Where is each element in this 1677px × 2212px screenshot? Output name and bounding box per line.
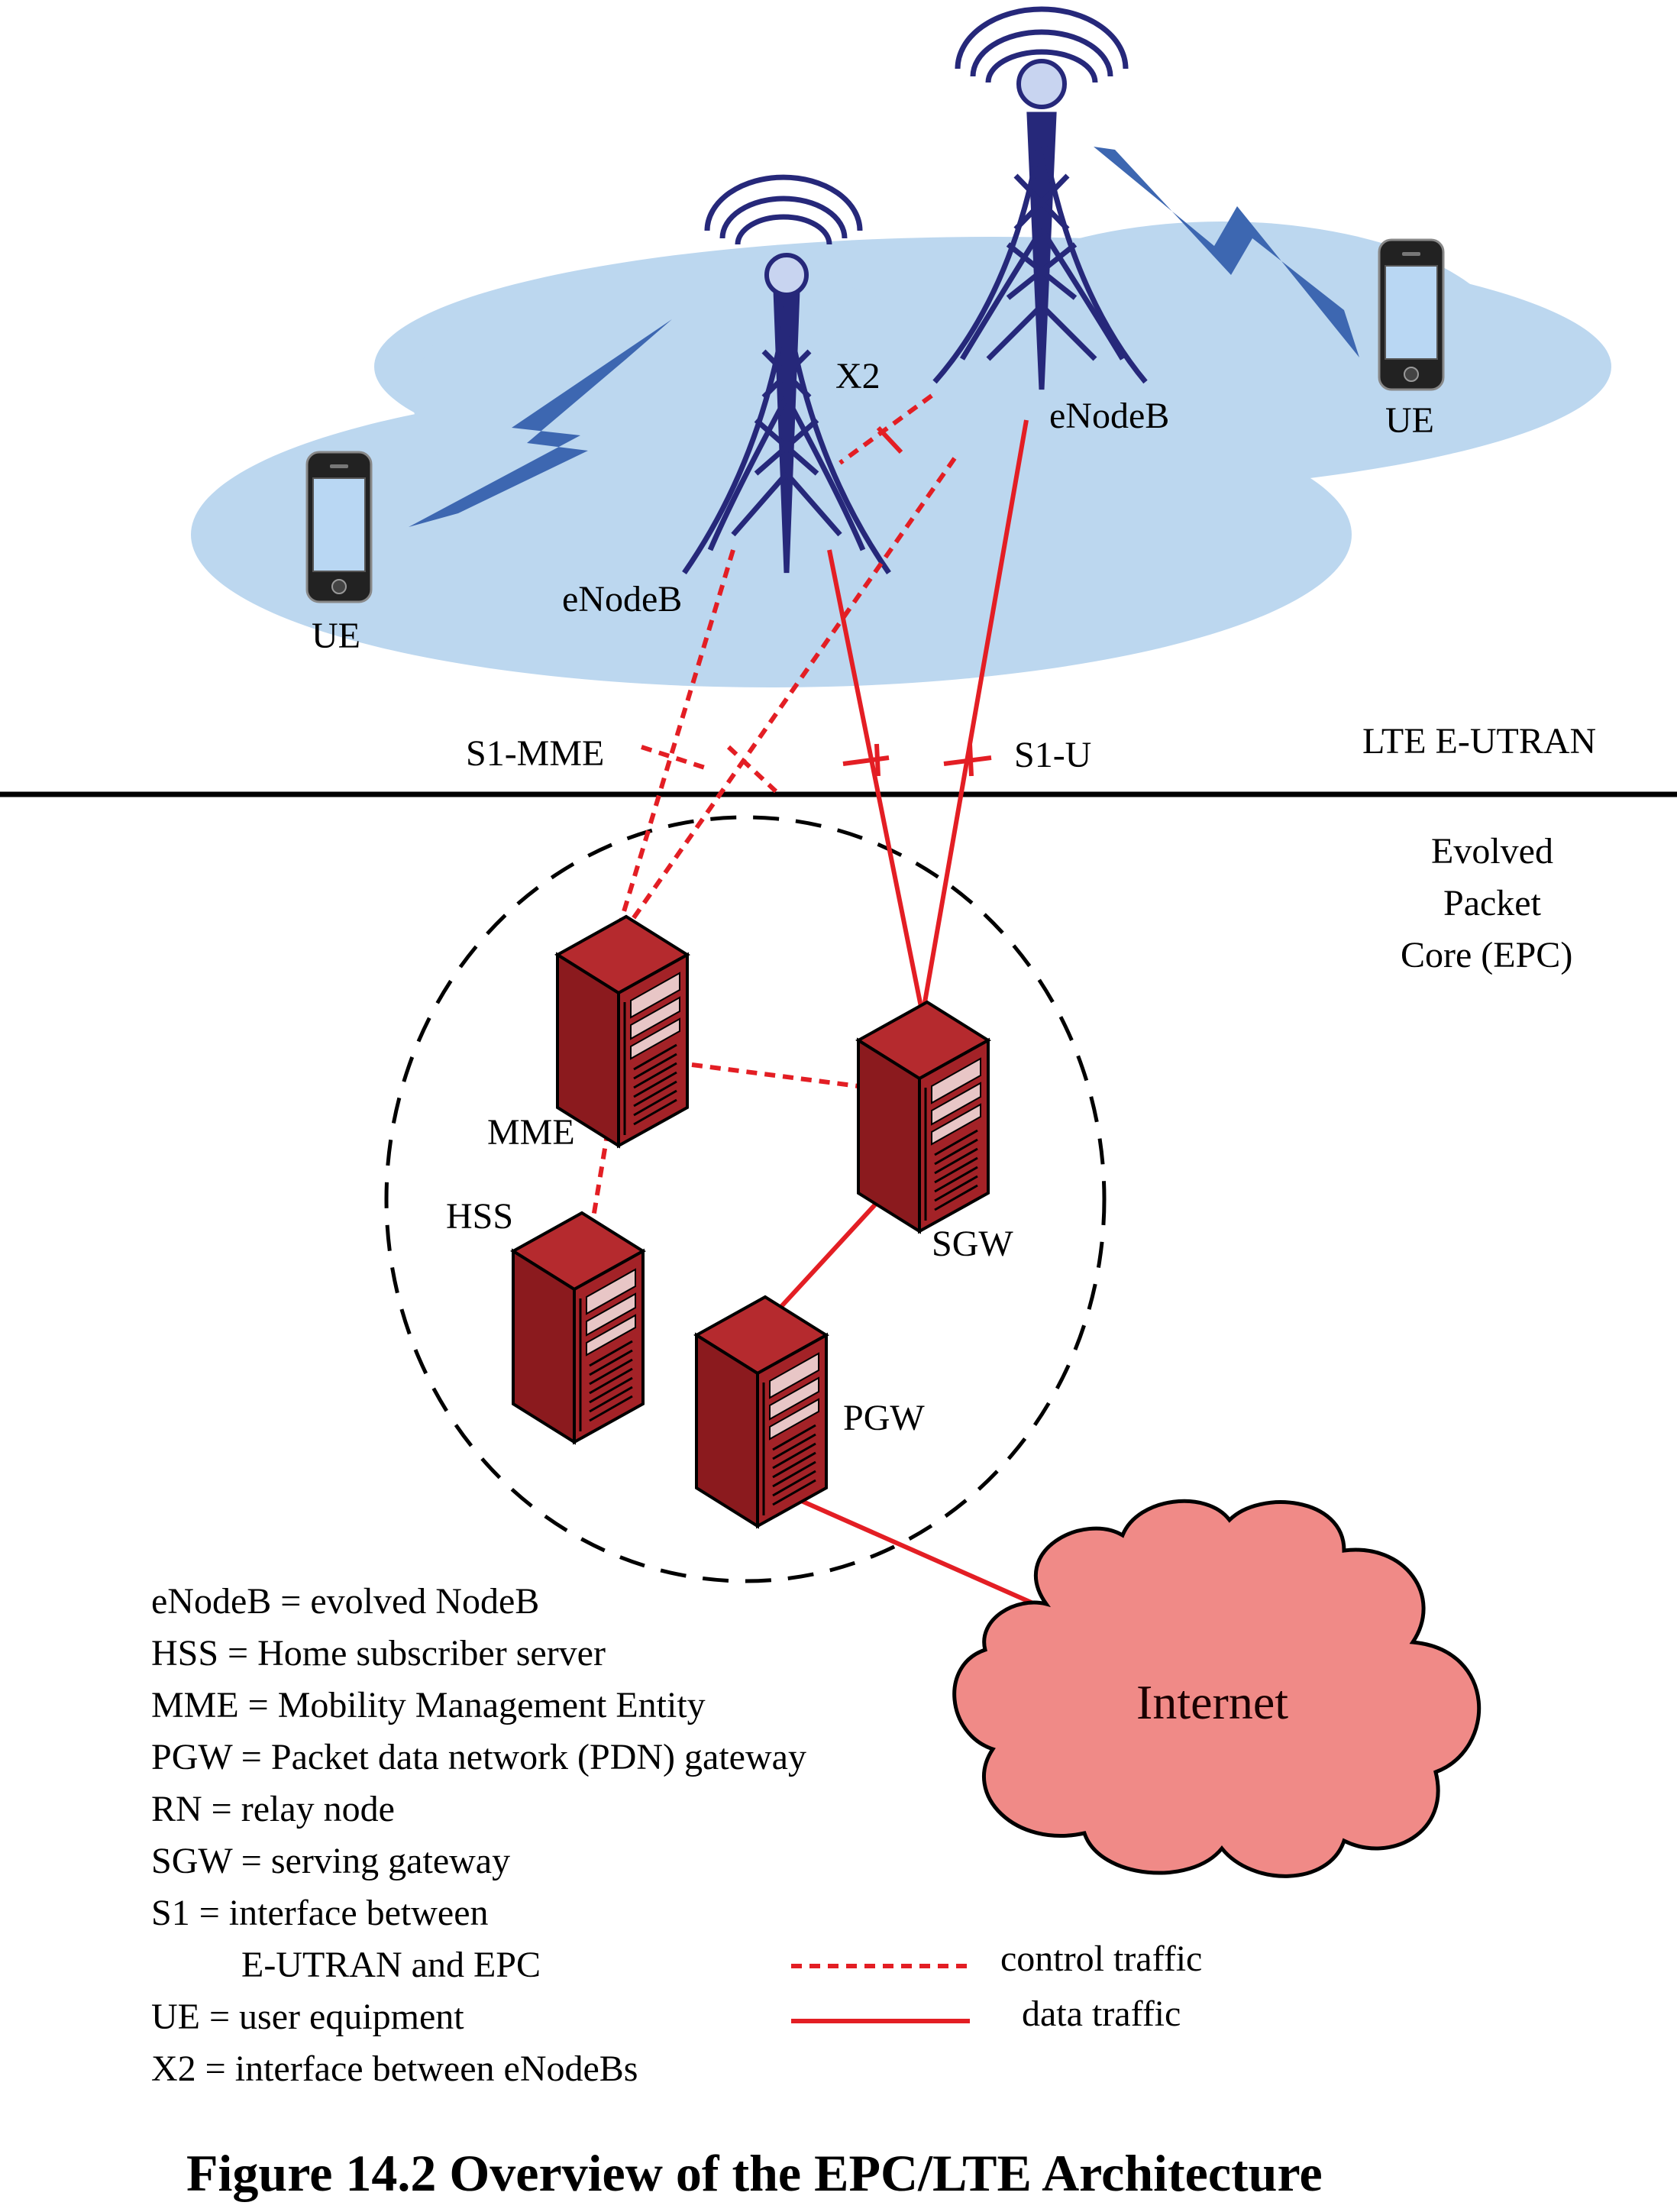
enodeb-right-label: eNodeB bbox=[1049, 396, 1169, 436]
s1-mme-label: S1-MME bbox=[466, 733, 604, 774]
lte-eutran-label: LTE E-UTRAN bbox=[1362, 721, 1596, 762]
glossary-item: E-UTRAN and EPC bbox=[241, 1945, 541, 1985]
legend-control-label: control traffic bbox=[1000, 1939, 1202, 1979]
legend-data-label: data traffic bbox=[1022, 1994, 1181, 2034]
x2-control-link bbox=[838, 393, 933, 465]
glossary: eNodeB = evolved NodeB HSS = Home subscr… bbox=[151, 1581, 806, 2089]
sgw-label: SGW bbox=[932, 1224, 1013, 1264]
epc-boundary bbox=[384, 815, 1107, 1583]
s1-u-link-left bbox=[827, 549, 923, 1007]
ue-left-label: UE bbox=[312, 616, 360, 656]
server-rack-icon-sgw bbox=[857, 1001, 990, 1233]
s1-u-link-right bbox=[922, 419, 1029, 1007]
smartphone-icon bbox=[1378, 238, 1445, 391]
server-rack-icon-hss bbox=[512, 1211, 645, 1444]
server-rack-icon-pgw bbox=[695, 1295, 828, 1528]
glossary-item: X2 = interface between eNodeBs bbox=[151, 2049, 638, 2089]
ue-right-label: UE bbox=[1385, 400, 1434, 441]
server-rack-icon-mme bbox=[556, 915, 689, 1147]
s1-mme-link-right bbox=[627, 457, 957, 926]
x2-label: X2 bbox=[835, 356, 881, 396]
s1-u-label: S1-U bbox=[1014, 735, 1091, 775]
internet-label: Internet bbox=[1136, 1675, 1288, 1729]
glossary-item: MME = Mobility Management Entity bbox=[151, 1685, 706, 1725]
sgw-pgw-link bbox=[775, 1192, 887, 1313]
mme-hss-link bbox=[590, 1130, 610, 1223]
s1-mme-link-left bbox=[618, 549, 735, 925]
smartphone-icon bbox=[305, 451, 373, 603]
enodeb-left-label: eNodeB bbox=[562, 579, 682, 619]
cell-tower-icon bbox=[932, 6, 1148, 390]
epc-label-line2: Packet bbox=[1443, 883, 1542, 923]
pgw-label: PGW bbox=[843, 1398, 925, 1438]
epc-label-line3: Core (EPC) bbox=[1401, 935, 1572, 975]
glossary-item: PGW = Packet data network (PDN) gateway bbox=[151, 1737, 806, 1777]
glossary-item: SGW = serving gateway bbox=[151, 1841, 510, 1881]
network-links bbox=[590, 393, 1043, 1609]
epc-label-line1: Evolved bbox=[1431, 831, 1553, 872]
glossary-item: eNodeB = evolved NodeB bbox=[151, 1581, 539, 1622]
hss-label: HSS bbox=[446, 1196, 513, 1237]
glossary-item: S1 = interface between bbox=[151, 1893, 489, 1933]
mme-label: MME bbox=[487, 1112, 575, 1153]
cell-tower-icon bbox=[682, 174, 891, 574]
mme-sgw-link bbox=[691, 1062, 859, 1088]
figure-caption: Figure 14.2 Overview of the EPC/LTE Arch… bbox=[186, 2144, 1323, 2202]
internet-cloud-icon bbox=[952, 1499, 1482, 1878]
glossary-item: RN = relay node bbox=[151, 1789, 395, 1829]
glossary-item: HSS = Home subscriber server bbox=[151, 1633, 606, 1674]
lightning-radio-link-icon bbox=[1094, 147, 1359, 357]
legend: control traffic data traffic bbox=[791, 1939, 1202, 2034]
pgw-internet-link bbox=[777, 1489, 1043, 1609]
glossary-item: UE = user equipment bbox=[151, 1997, 464, 2037]
lightning-radio-link-icon bbox=[409, 319, 672, 527]
